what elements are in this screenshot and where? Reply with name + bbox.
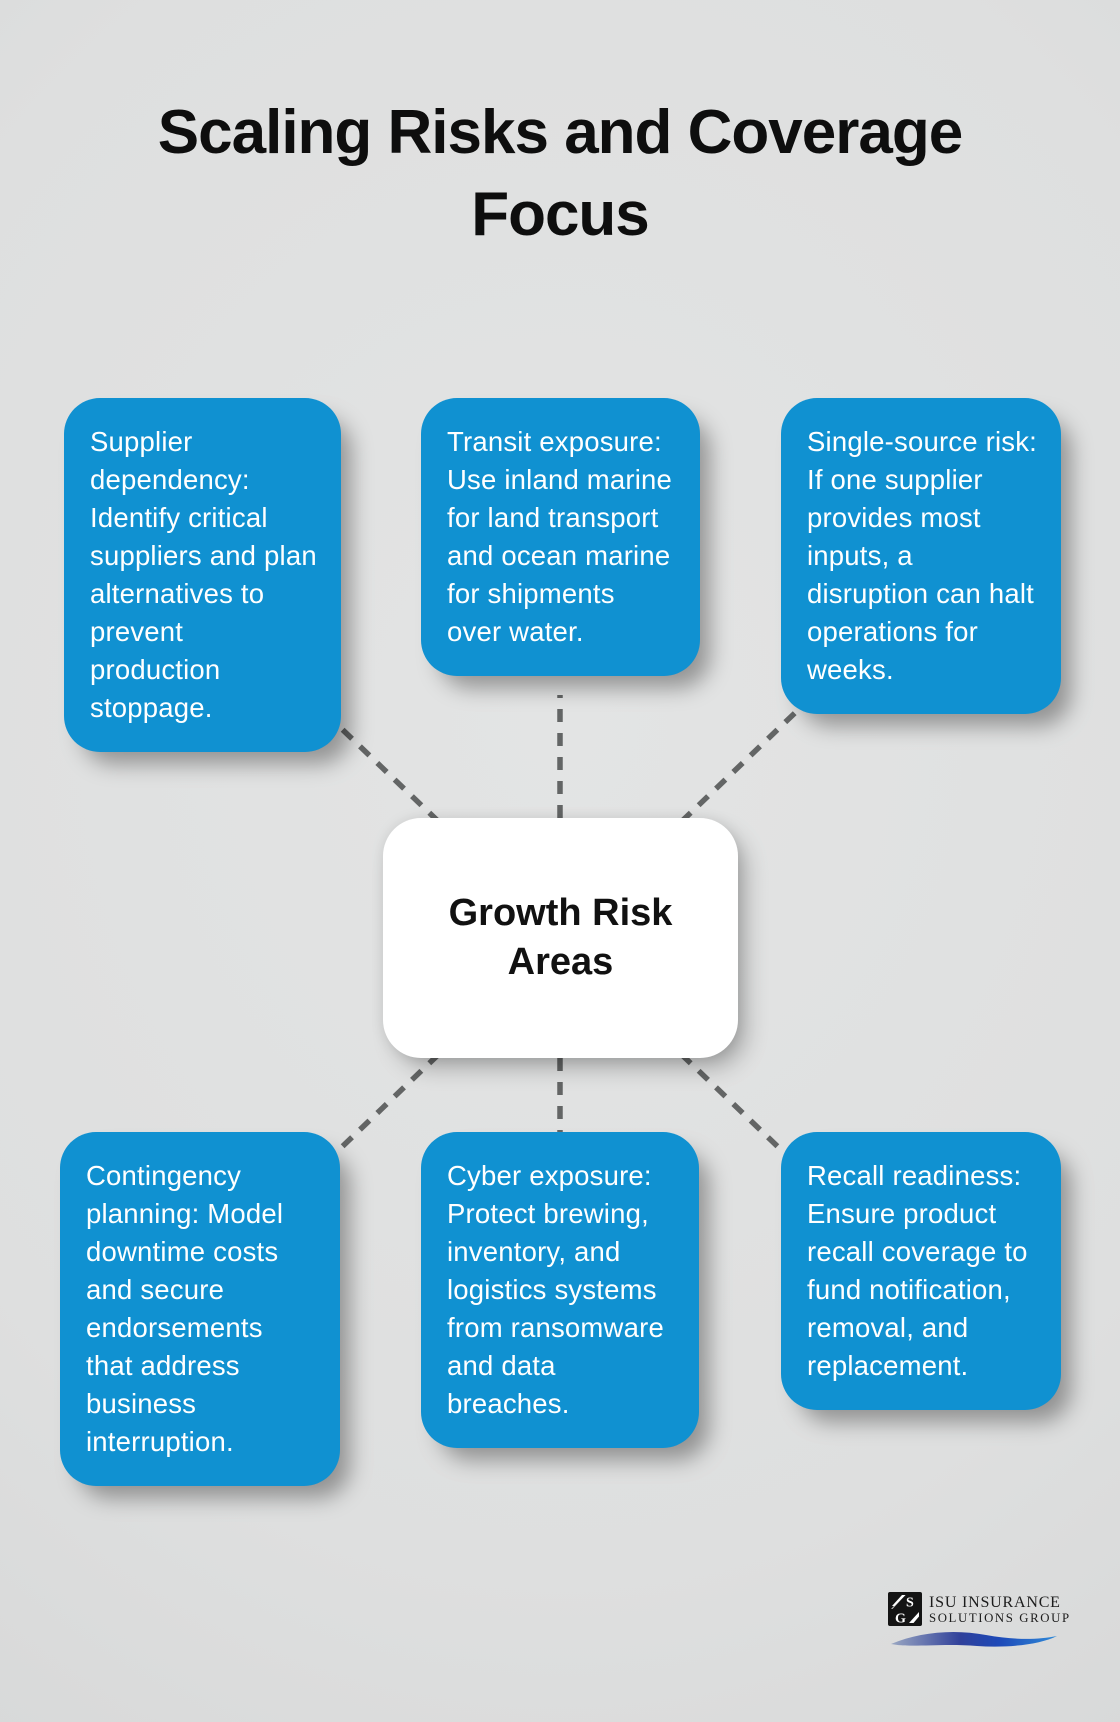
center-node-growth-risk-areas: Growth Risk Areas: [383, 818, 738, 1058]
risk-node-text: Contingency planning: Model downtime cos…: [86, 1160, 284, 1457]
risk-node-supplier-dependency: Supplier dependency: Identify critical s…: [64, 398, 341, 752]
svg-text:G: G: [895, 1612, 906, 1627]
risk-node-text: Transit exposure: Use inland marine for …: [447, 426, 673, 647]
risk-node-text: Supplier dependency: Identify critical s…: [90, 426, 317, 723]
risk-node-text: Single-source risk: If one supplier prov…: [807, 426, 1037, 685]
risk-node-transit-exposure: Transit exposure: Use inland marine for …: [421, 398, 700, 676]
logo-name-line2: SOLUTIONS GROUP: [929, 1611, 1071, 1625]
logo-name-line1: ISU INSURANCE: [929, 1594, 1061, 1611]
risk-node-text: Cyber exposure: Protect brewing, invento…: [447, 1160, 664, 1419]
risk-node-recall-readiness: Recall readiness: Ensure product recall …: [781, 1132, 1061, 1410]
center-node-label: Growth Risk Areas: [448, 892, 673, 983]
risk-node-cyber-exposure: Cyber exposure: Protect brewing, invento…: [421, 1132, 699, 1448]
risk-node-contingency-planning: Contingency planning: Model downtime cos…: [60, 1132, 340, 1486]
isu-logo: S G ISU INSURANCE SOLUTIONS GROUP: [888, 1592, 1069, 1650]
logo-swoosh-icon: [891, 1632, 1057, 1647]
svg-text:S: S: [906, 1596, 914, 1611]
isu-monogram-icon: S G: [888, 1592, 922, 1626]
risk-node-single-source-risk: Single-source risk: If one supplier prov…: [781, 398, 1061, 714]
page-title: Scaling Risks and Coverage Focus: [157, 98, 963, 249]
risk-node-text: Recall readiness: Ensure product recall …: [807, 1160, 1028, 1381]
